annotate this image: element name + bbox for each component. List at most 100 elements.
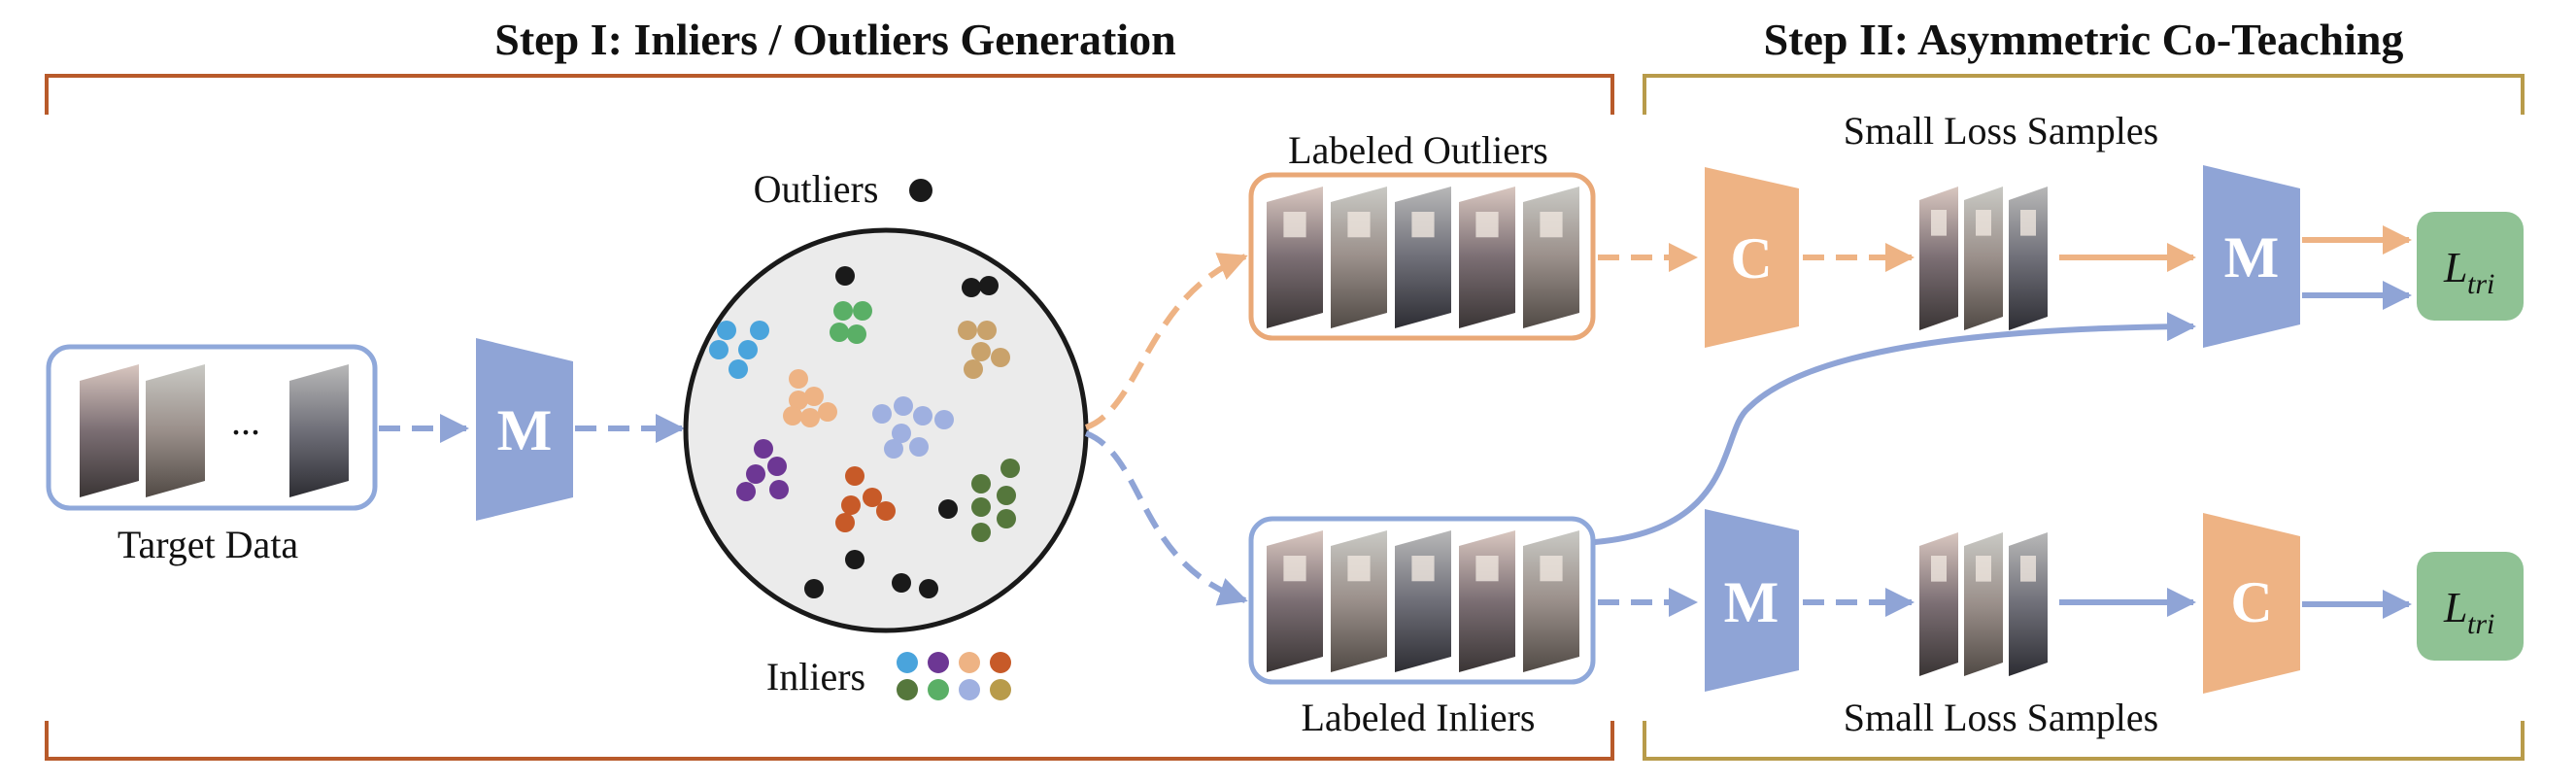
arrow-to-labeled-outliers [1084,253,1248,430]
cluster-dot [750,321,769,340]
inlier-legend-dot [897,679,918,700]
person-image [1919,187,1958,330]
svg-text:M: M [2224,225,2280,289]
target-data-label: Target Data [118,523,299,566]
small-loss-top-label: Small Loss Samples [1844,109,2158,153]
person-image [1267,187,1323,328]
person-image [1331,187,1387,328]
person-image [1395,187,1451,328]
cluster-dot [789,391,808,410]
labeled-inliers-box [1248,516,1596,685]
cluster-dot [997,486,1016,505]
cluster-dot [909,437,929,457]
cluster-dot [754,439,773,459]
cluster-dot [962,278,981,297]
small-loss-bottom-images [1919,532,2048,676]
cluster-dot [979,276,999,295]
target-ellipsis: ... [231,399,260,443]
cluster-dot [767,457,787,476]
target-image-1 [80,364,139,497]
cluster-dot [717,321,736,340]
cluster-dot [845,550,864,569]
classifier-c-bottom: C [2203,513,2300,694]
labeled-inliers-label: Labeled Inliers [1302,696,1536,739]
person-image [1919,532,1958,676]
cluster-dot [894,396,913,416]
person-image [2009,187,2048,330]
small-loss-top-images [1919,187,2048,330]
cluster-dot [804,579,824,598]
outlier-legend-dot [909,179,932,202]
inlier-legend-dot [959,652,980,673]
step2-top-brace [1643,74,2525,115]
inlier-legend-dot [928,652,949,673]
svg-text:C: C [1730,226,1772,290]
cluster-dot [789,369,808,389]
target-data-box: ... [46,344,378,511]
cluster-dot [738,340,758,359]
cluster-dot [892,573,911,593]
arrow-inliers-to-top-m [1594,312,2196,545]
cluster-dot [746,464,765,484]
step2-title: Step II: Asymmetric Co-Teaching [1764,15,2404,64]
person-image [1523,187,1579,328]
inlier-legend-dot [990,679,1011,700]
inlier-legend-dot [897,652,918,673]
step1-bottom-brace [45,721,1614,761]
cluster-dot [876,501,896,521]
person-image [1459,187,1515,328]
person-image [1523,530,1579,672]
person-image [1331,530,1387,672]
person-image [2009,532,2048,676]
cluster-dot [884,439,903,459]
inliers-legend-dots [897,652,1011,700]
step1-top-brace [45,74,1614,115]
cluster-dot [800,408,820,427]
cluster-dot [830,323,849,342]
cluster-dot [833,301,853,321]
cluster-dot [971,342,991,361]
cluster-dot [835,513,855,532]
cluster-dot [841,495,861,515]
cluster-dot [958,321,977,340]
inliers-legend-label: Inliers [766,655,865,698]
cluster-dot [892,424,911,443]
model-m-extractor: M [476,338,573,521]
cluster-dot [991,348,1010,367]
feature-space-circle [683,227,1089,633]
step2-bottom-brace [1643,721,2525,761]
cluster-dot [919,579,938,598]
small-loss-bottom-label: Small Loss Samples [1844,696,2158,739]
target-image-2 [146,364,205,497]
labeled-outliers-box [1248,172,1596,341]
cluster-dot [709,340,729,359]
inlier-legend-dot [990,652,1011,673]
cluster-dot [938,499,958,519]
cluster-dot [971,497,991,517]
loss-box-bottom: L tri [2417,552,2524,661]
model-m-bottom: M [1705,509,1799,692]
svg-text:M: M [1724,570,1779,634]
inlier-legend-dot [959,679,980,700]
cluster-dot [964,359,983,379]
svg-text:L: L [2443,584,2467,631]
model-m-updated: M [2203,165,2300,348]
svg-text:L: L [2443,244,2467,291]
cluster-dot [736,482,756,501]
arrow-to-labeled-inliers [1084,430,1248,606]
svg-text:tri: tri [2467,268,2494,300]
svg-text:tri: tri [2467,608,2494,640]
cluster-dot [872,404,892,424]
cluster-dot [783,406,802,426]
cluster-dot [729,359,748,379]
cluster-dot [971,474,991,494]
cluster-dot [845,466,864,486]
person-image [1459,530,1515,672]
feature-space-clusters [709,266,1020,598]
cluster-dot [997,509,1016,528]
svg-text:C: C [2230,570,2272,634]
person-image [1964,187,2003,330]
cluster-dot [769,480,789,499]
inlier-legend-dot [928,679,949,700]
cluster-dot [835,266,855,286]
